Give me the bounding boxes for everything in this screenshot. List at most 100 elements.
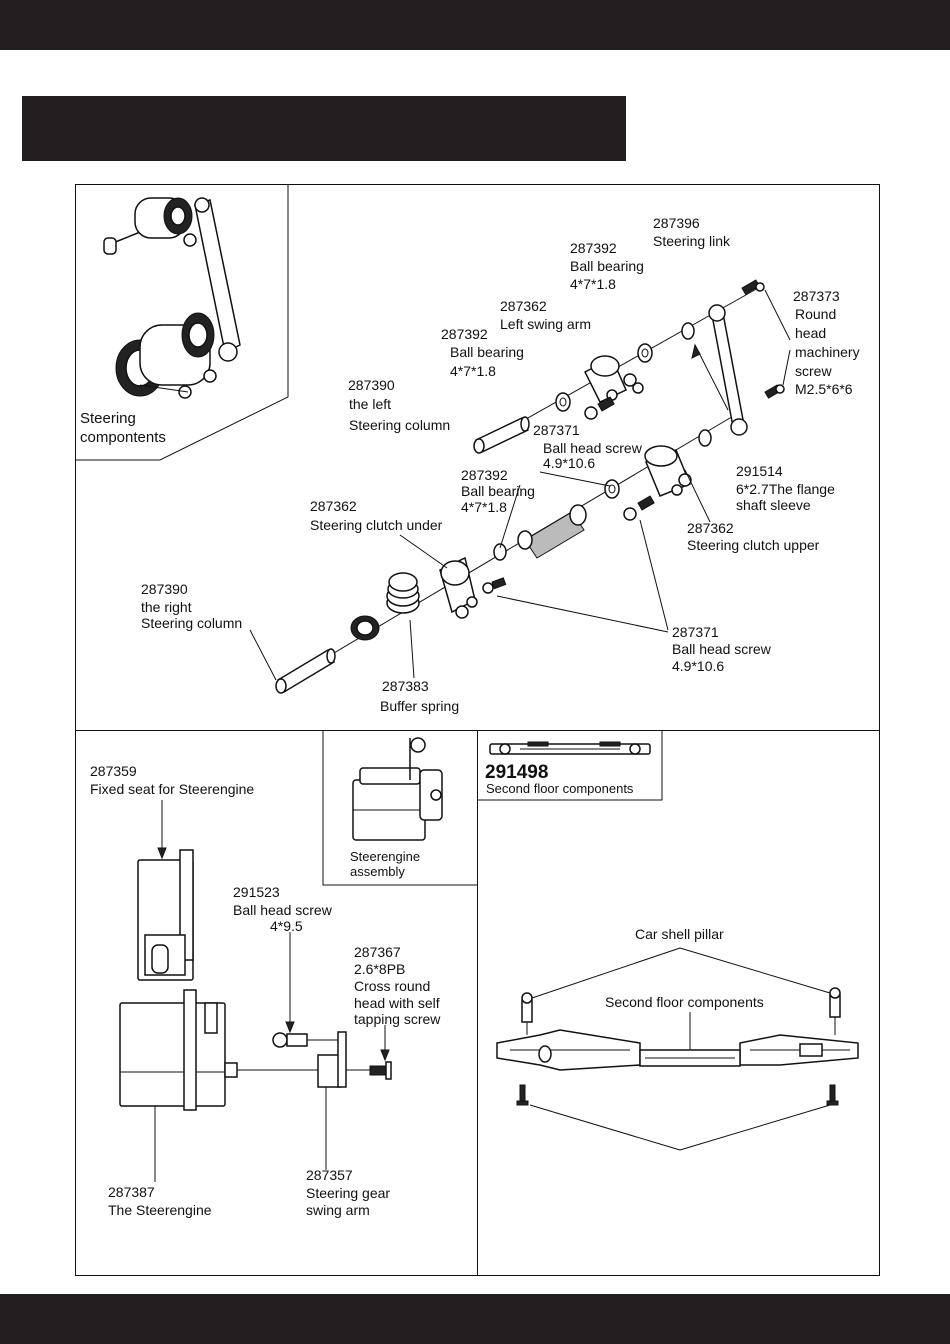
part-number-291498: 291498 — [485, 762, 549, 783]
steerengine-exploded — [119, 730, 477, 1182]
part-name-ball-head-screw: Ball head screw — [233, 902, 332, 918]
part-size: 4*9.5 — [270, 918, 303, 934]
tapping-screw-illustration — [369, 1025, 392, 1080]
left-swing-arm-part — [583, 355, 644, 403]
footer-bar — [0, 1294, 950, 1344]
part-name-ball-bearing: Ball bearing — [461, 483, 535, 499]
part-name-steerengine: The Steerengine — [108, 1202, 212, 1218]
part-number-287371: 287371 — [672, 624, 719, 640]
flange-sleeve-part — [698, 429, 712, 447]
part-size: 4*7*1.8 — [450, 363, 496, 379]
part-size: 2.6*8PB — [354, 961, 406, 977]
steering-shaft-part — [524, 504, 587, 559]
steerengine-assembly-caption-line1: Steerengine — [350, 849, 421, 864]
section-divider-vertical — [477, 730, 478, 1276]
second-floor-exploded — [477, 730, 859, 1151]
fixed-seat-illustration — [137, 800, 194, 981]
section-title-box — [22, 96, 626, 161]
part-name-ball-bearing: Ball bearing — [450, 344, 524, 360]
part-name-line: shaft sleeve — [736, 497, 811, 513]
second-floor-inset-illustration — [489, 741, 651, 755]
part-number-287392: 287392 — [441, 326, 488, 342]
part-size: 4.9*10.6 — [672, 658, 725, 674]
part-name-fixed-seat: Fixed seat for Steerengine — [90, 781, 255, 797]
part-number-287362: 287362 — [310, 498, 357, 514]
steerengine-assembly-illustration — [352, 737, 443, 841]
part-number-287392: 287392 — [570, 240, 617, 256]
part-number-287359: 287359 — [90, 763, 137, 779]
ball-bearing-part — [555, 392, 571, 412]
part-name-steering-clutch-upper: Steering clutch upper — [687, 537, 820, 553]
part-number-287390: 287390 — [348, 377, 395, 393]
part-name-line: screw — [795, 363, 832, 379]
steering-components-caption-line1: Steering — [80, 410, 136, 427]
flange-sleeve-part — [681, 322, 695, 340]
part-name-line: the left — [349, 396, 392, 412]
part-number-287371: 287371 — [533, 422, 580, 438]
car-shell-pillar-label: Car shell pillar — [635, 926, 724, 942]
part-number-291514: 291514 — [736, 463, 783, 479]
part-name-line: tapping screw — [354, 1011, 441, 1027]
part-name-line: head — [795, 325, 827, 341]
ball-head-screw-part — [584, 396, 615, 420]
part-size: 4*7*1.8 — [461, 499, 507, 515]
part-name-line: Steering gear — [306, 1185, 391, 1201]
part-name-line: 6*2.7The flange — [736, 481, 835, 497]
part-size: 4*7*1.8 — [570, 276, 616, 292]
steering-link-part — [691, 304, 748, 436]
part-name-line: machinery — [795, 344, 860, 360]
round-head-screw-part — [741, 279, 791, 399]
part-name-line: the right — [141, 599, 192, 615]
car-shell-pillar-illustration — [521, 987, 841, 1035]
floor-screw-illustration — [516, 1084, 839, 1106]
part-number-287396: 287396 — [653, 215, 700, 231]
ball-head-screw-291523-illustration — [272, 932, 340, 1048]
part-name-ball-head-screw: Ball head screw — [543, 440, 642, 456]
steering-clutch-upper-part — [644, 445, 692, 497]
steering-gear-swing-arm-illustration — [317, 1031, 347, 1170]
assembled-steering-lower-illustration — [115, 312, 238, 399]
left-steering-column-part — [473, 416, 530, 454]
part-number-287383: 287383 — [382, 678, 429, 694]
second-floor-bar-illustration — [496, 1029, 859, 1071]
second-floor-inset-caption: Second floor components — [486, 781, 634, 796]
part-size: 4.9*10.6 — [543, 455, 596, 471]
part-name-steering-clutch-under: Steering clutch under — [310, 517, 443, 533]
part-name-line: swing arm — [306, 1202, 370, 1218]
part-number-291523: 291523 — [233, 884, 280, 900]
part-number-287373: 287373 — [793, 288, 840, 304]
right-steering-column-part — [275, 648, 336, 694]
steerengine-body-illustration — [119, 989, 375, 1182]
steering-clutch-under-part — [439, 556, 507, 619]
part-name-ball-bearing: Ball bearing — [570, 258, 644, 274]
part-number-287367: 287367 — [354, 944, 401, 960]
ball-head-screw-part — [623, 495, 655, 521]
part-number-287390: 287390 — [141, 581, 188, 597]
ball-bearing-part — [637, 343, 653, 363]
part-name-left-swing-arm: Left swing arm — [500, 316, 592, 332]
part-number-287362: 287362 — [500, 298, 547, 314]
steering-components-inset — [76, 185, 289, 461]
part-name-buffer-spring: Buffer spring — [380, 698, 460, 714]
exploded-steering-assembly — [249, 279, 791, 694]
part-number-287357: 287357 — [306, 1167, 353, 1183]
part-number-287387: 287387 — [108, 1184, 155, 1200]
assembled-steering-upper-illustration — [103, 197, 241, 354]
header-bar — [0, 0, 950, 50]
second-floor-components-label: Second floor components — [605, 994, 764, 1010]
part-name-ball-head-screw: Ball head screw — [672, 641, 771, 657]
steering-components-caption-line2: compontents — [80, 429, 166, 446]
part-name-line: Round — [795, 306, 837, 322]
part-number-287392: 287392 — [461, 467, 508, 483]
ball-bearing-part — [604, 479, 620, 499]
part-name-steering-link: Steering link — [653, 233, 731, 249]
part-name-line: Steering column — [141, 615, 243, 631]
ball-bearing-part — [493, 543, 507, 561]
steerengine-assembly-caption-line2: assembly — [350, 864, 405, 879]
part-name-line: Cross round — [354, 978, 431, 994]
part-name-line: Steering column — [349, 417, 451, 433]
ball-bearing-part — [517, 530, 533, 550]
part-name-line: head with self — [354, 995, 440, 1011]
buffer-spring-part — [386, 572, 420, 614]
